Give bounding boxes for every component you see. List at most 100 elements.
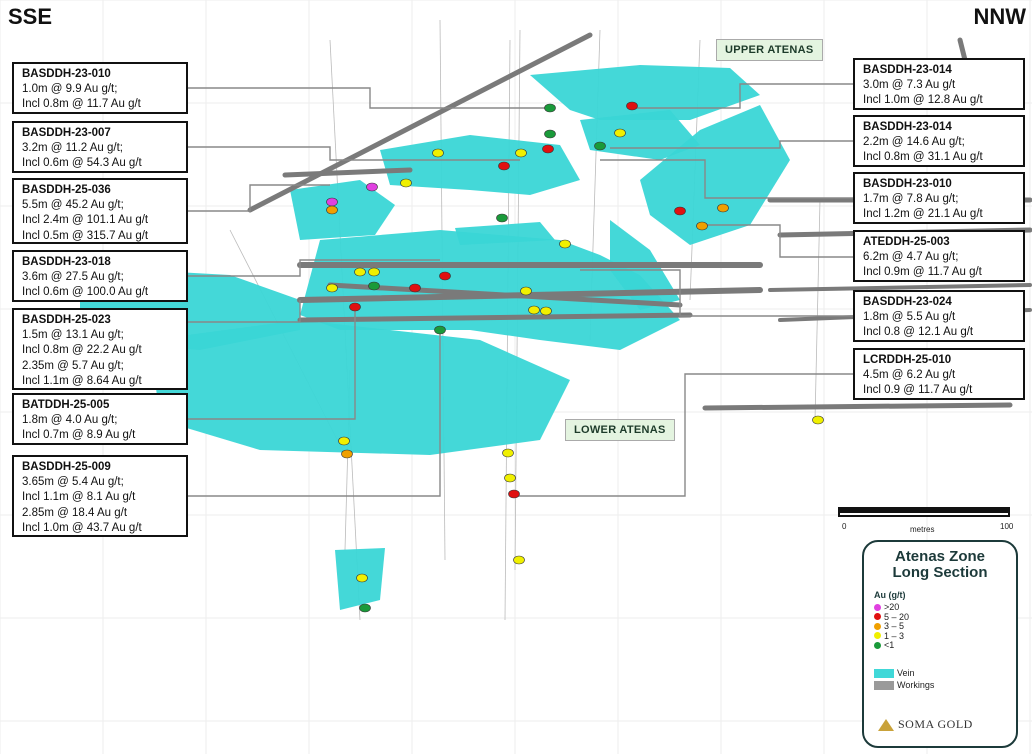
assay-intercept [513,555,525,565]
callout-leader-line [188,330,441,497]
drill-hole-id: BASDDH-23-014 [863,121,952,133]
assay-intercept [368,267,380,277]
legend-title-2: Long Section [892,564,988,581]
assay-intercept [368,281,380,291]
assay-intercept [502,448,514,458]
legend-grade-header: Au (g/t) [874,590,906,600]
drill-hole-id: BASDDH-23-010 [863,178,952,190]
drill-hole-id: BATDDH-25-005 [22,399,110,411]
assay-interval: Incl 0.7m @ 8.9 Au g/t [22,429,136,442]
assay-intercept [439,271,451,281]
assay-intercept [338,436,350,446]
callout-leader-line [188,300,301,323]
assay-intercept [434,325,446,335]
assay-intercept [409,283,421,293]
grade-label: >20 [884,602,900,612]
grade-label: 5 – 20 [884,611,910,622]
underground-working [327,282,683,308]
callout-leader-line [188,184,330,212]
callout-leader-line [700,224,853,258]
grade-dot-icon [874,641,881,649]
assay-intercept [528,305,540,315]
drill-hole-id: LCRDDH-25-010 [863,354,952,366]
assay-interval: 2.35m @ 5.7 Au g/t; [22,359,124,372]
vein-polygon [455,222,555,245]
grade-dot-icon [874,622,881,630]
assay-intercept [326,283,338,293]
assay-intercept [520,286,532,296]
scale-unit-label: metres [910,525,935,534]
vein-polygon [290,180,395,240]
assay-intercept [359,603,371,613]
assay-interval: 1.8m @ 4.0 Au g/t; [22,414,118,427]
assay-intercept [496,213,508,223]
brand-triangle-icon [878,718,894,731]
legend-grade-item: >20 [874,602,899,612]
vein-polygon [530,65,760,120]
callout-leader-line [188,259,440,277]
assay-interval: Incl 0.6m @ 100.0 Au g/t [22,286,149,299]
assay-intercept [400,178,412,188]
assay-intercept [559,239,571,249]
assay-interval: Incl 0.6m @ 54.3 Au g/t [22,157,142,170]
assay-intercept [498,161,510,171]
drill-hole-id: BASDDH-23-007 [22,127,111,139]
legend-grade-item: 5 – 20 [874,612,909,622]
legend-title-1: Atenas Zone [894,548,985,565]
assay-interval: 1.8m @ 5.5 Au g/t [863,311,956,324]
assay-intercept [544,103,556,113]
legend-grade-item: <1 [874,640,894,650]
assay-interval: 1.0m @ 9.9 Au g/t; [22,83,118,96]
drill-hole-id: BASDDH-25-036 [22,184,111,196]
assay-intercept [674,206,686,216]
callout-leader-line [580,269,853,317]
assay-intercept [366,182,378,192]
assay-interval: 2.85m @ 18.4 Au g/t [22,506,128,519]
underground-working [247,32,593,213]
direction-nnw-label: NNW [973,4,1026,29]
drill-hole-id: BASDDH-23-024 [863,296,952,308]
assay-interval: Incl 1.0m @ 43.7 Au g/t [22,521,142,534]
grade-dot-icon [874,603,881,611]
assay-interval: Incl 0.9 @ 11.7 Au g/t [863,384,973,397]
vein-polygon [380,135,580,195]
callout-leader-line [188,305,356,420]
assay-interval: Incl 0.8m @ 22.2 Au g/t [22,344,142,357]
assay-intercept [356,573,368,583]
assay-interval: 5.5m @ 45.2 Au g/t; [22,199,124,212]
assay-interval: 1.7m @ 7.8 Au g/t; [863,193,959,206]
callout-leader-line [600,159,853,199]
drill-hole-id: ATEDDH-25-003 [863,236,950,248]
assay-intercept [544,129,556,139]
legend-grade-item: 3 – 5 [874,621,904,631]
scale-bar [838,507,1010,517]
callout-leader-line [610,140,853,149]
assay-interval: Incl 0.9m @ 11.7 Au g/t [863,266,982,279]
assay-intercept [594,141,606,151]
legend-material-item: Vein [874,668,915,678]
assay-intercept [540,306,552,316]
scale-start-label: 0 [842,522,847,531]
scale-end-label: 100 [1000,522,1014,531]
material-label: Workings [897,680,935,690]
assay-interval: Incl 1.1m @ 8.64 Au g/t [22,374,142,387]
assay-interval: 2.2m @ 14.6 Au g/t; [863,136,965,149]
material-swatch-icon [874,680,894,690]
assay-intercept [326,205,338,215]
assay-interval: Incl 2.4m @ 101.1 Au g/t [22,214,149,227]
material-label: Vein [897,668,915,678]
grade-label: <1 [884,640,895,650]
assay-intercept [812,415,824,425]
material-swatch-icon [874,668,894,678]
callout-leader-line [188,87,550,109]
assay-intercept [432,148,444,158]
assay-intercept [614,128,626,138]
assay-intercept [696,221,708,231]
